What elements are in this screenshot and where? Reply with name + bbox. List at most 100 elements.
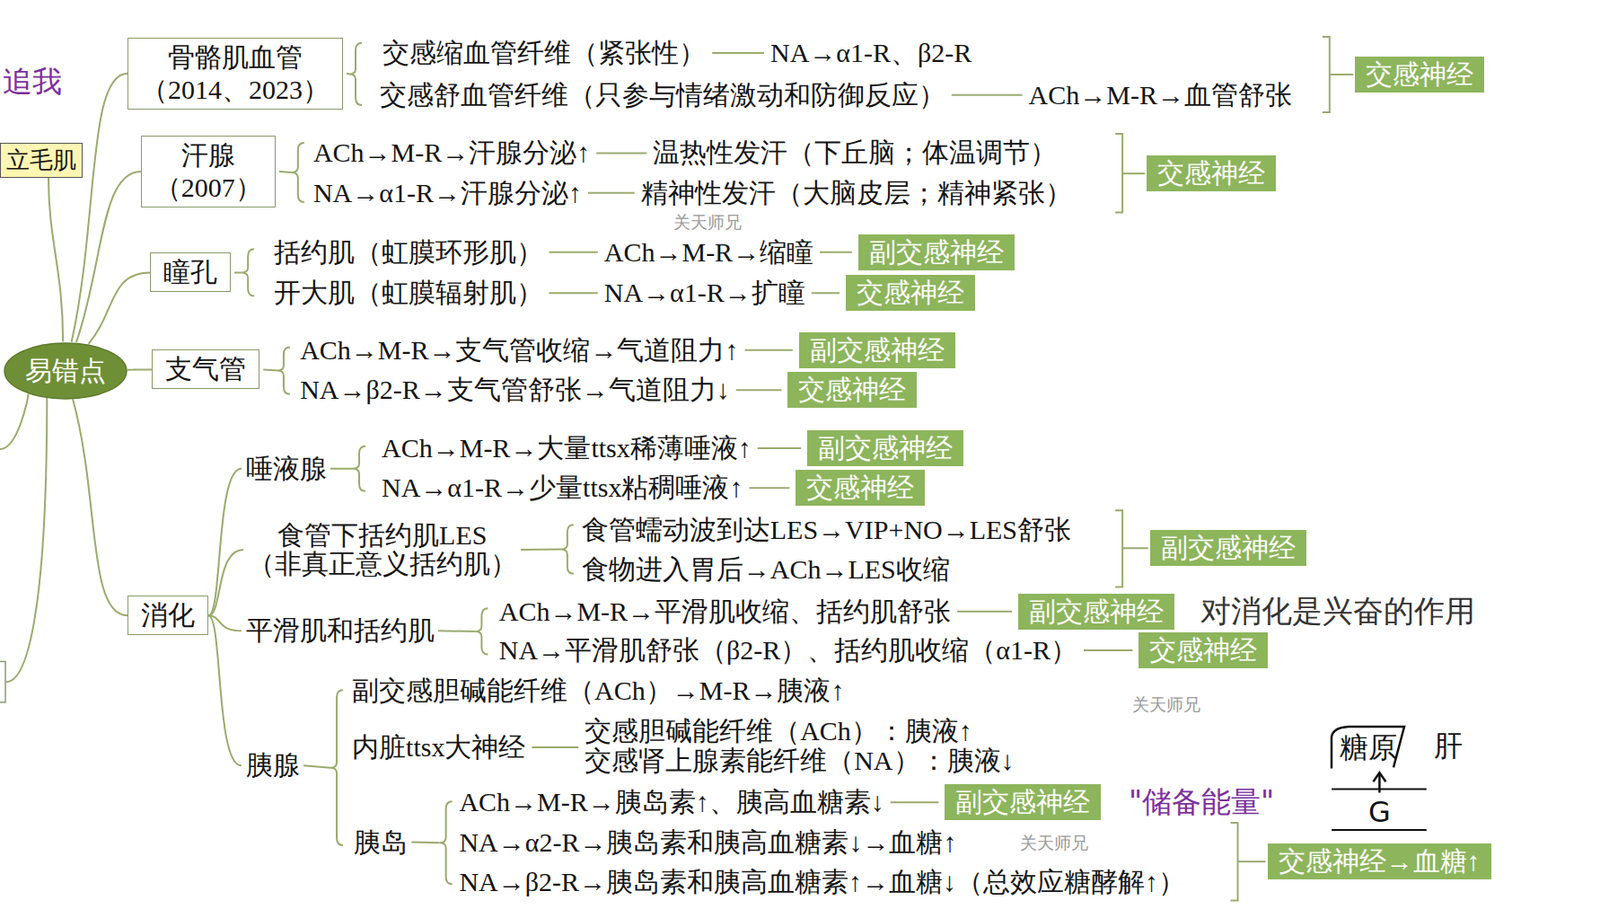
nerve-tag: 交感神经 <box>1146 155 1276 192</box>
sub-topic-text: 平滑肌和括约肌 <box>246 614 435 647</box>
node-text: 骨骼肌血管 <box>140 41 330 74</box>
node-text: 副交感神经 <box>869 236 1004 269</box>
watermark: 关天师兄 <box>1132 694 1201 715</box>
watermark: 关天师兄 <box>1019 832 1089 853</box>
sketch-stroke <box>1331 726 1405 768</box>
handwritten-note: 肝 <box>1433 728 1463 763</box>
brace-link <box>279 171 292 173</box>
branch-text: 括约肌（虹膜环形肌） <box>273 236 544 269</box>
sketch-arrow <box>1378 773 1381 792</box>
branch-text: NA→α1-R→少量ttsx粘稠唾液↑ <box>381 471 743 504</box>
bracket-link <box>1329 73 1354 76</box>
node-text: 交感神经 <box>1157 157 1266 190</box>
nerve-tag: 副交感神经 <box>799 332 956 369</box>
brace-link <box>330 467 353 470</box>
brace-link <box>438 629 476 633</box>
dash-line <box>744 349 792 352</box>
node-text: 交感神经 <box>1149 633 1258 667</box>
handwritten-note: "储备能量" <box>1128 783 1275 820</box>
branch-text: 交感舒血管纤维（只参与情绪激动和防御反应） <box>379 79 946 112</box>
brace-link <box>263 369 278 370</box>
branch-text: 内脏ttsx大神经 <box>351 730 526 764</box>
branch-text: ACh→M-R→大量ttsx稀薄唾液↑ <box>381 431 752 465</box>
sub-topic-text: 唾液腺 <box>246 452 327 485</box>
nerve-tag: 交感神经 <box>1138 632 1268 669</box>
left-brace <box>474 607 488 654</box>
category-box: 骨骼肌血管（2014、2023） <box>127 37 343 110</box>
node-text: 交感神经 <box>856 276 965 309</box>
sketch-line <box>1331 828 1427 831</box>
dash-line <box>1083 649 1133 651</box>
branch-text: NA→α2-R→胰岛素和胰高血糖素↓→血糖↑ <box>458 826 957 859</box>
offscreen-box <box>0 660 6 702</box>
node-text: 交感神经 <box>806 471 915 504</box>
branch-connector <box>48 177 63 342</box>
node-text: 副交感神经 <box>817 431 953 465</box>
sub-topic-text: 食管下括约肌LES <box>277 518 487 552</box>
node-text: 副交感神经 <box>1160 531 1296 564</box>
nerve-tag: 交感神经 <box>1354 56 1485 93</box>
node-text: 汗腺 <box>154 139 263 172</box>
handwritten-note: 追我 <box>2 63 62 100</box>
branch-connector <box>127 368 152 370</box>
sub-branch-line <box>208 468 242 616</box>
branch-text: 食管蠕动波到达LES→VIP+NO→LES舒张 <box>581 513 1072 546</box>
node-text: 交感神经→血糖↑ <box>1278 844 1481 878</box>
branch-text: ACh→M-R→血管舒张 <box>1028 79 1293 112</box>
dash-line <box>549 251 598 254</box>
left-brace <box>561 524 574 574</box>
brace-link <box>234 271 242 273</box>
branch-connector <box>72 398 128 616</box>
dash-line <box>588 192 635 194</box>
right-bracket <box>1322 36 1330 113</box>
branch-text: NA→β2-R→支气管舒张→气道阻力↓ <box>299 373 730 406</box>
sub-branch-line <box>208 549 244 616</box>
category-box: 消化 <box>127 595 209 635</box>
dash-line <box>890 800 940 803</box>
left-brace <box>439 800 453 884</box>
dash-line <box>596 151 647 154</box>
center-ellipse: 易错点 <box>3 342 128 400</box>
nerve-tag: 交感神经→血糖↑ <box>1267 843 1492 880</box>
offscreen-branch <box>0 393 29 449</box>
sub-topic-text: 胰岛 <box>353 826 408 859</box>
node-text: 糖原 <box>1339 729 1398 765</box>
node-text: （2014、2023） <box>140 73 330 106</box>
nerve-tag: 副交感神经 <box>1018 593 1175 630</box>
node-text: 副交感神经 <box>955 785 1091 818</box>
nerve-tag: 副交感神经 <box>807 430 964 466</box>
branch-text: ACh→M-R→汗腺分泌↑ <box>313 136 590 169</box>
nerve-tag: 交感神经 <box>845 274 976 311</box>
offscreen-branch <box>6 397 47 682</box>
category-box: 瞳孔 <box>149 252 231 292</box>
branch-text: 食物进入胃后→ACh→LES收缩 <box>581 553 950 586</box>
branch-text: NA→α1-R→扩瞳 <box>604 276 806 309</box>
dash-line <box>951 94 1023 97</box>
branch-text: 交感肾上腺素能纤维（NA）：胰液↓ <box>584 744 1014 777</box>
right-bracket <box>1115 133 1123 213</box>
branch-connector <box>88 272 150 343</box>
left-brace <box>330 689 343 845</box>
brace-link <box>520 547 562 551</box>
brace-link <box>303 764 331 767</box>
nerve-tag: 交感神经 <box>795 469 925 506</box>
branch-text: 精神性发汗（大脑皮层；精神紧张） <box>641 176 1073 210</box>
sub-topic-text: （非真正意义括约肌） <box>247 547 518 581</box>
branch-text: NA→α1-R→汗腺分泌↑ <box>313 176 582 210</box>
left-brace <box>291 142 305 203</box>
left-brace <box>277 346 291 394</box>
node-text: 瞳孔 <box>163 255 218 289</box>
bracket-link <box>1122 172 1145 175</box>
branch-text: 交感胆碱能纤维（ACh）：胰液↑ <box>584 714 973 748</box>
brace-link <box>411 841 440 844</box>
handwritten-note: 对消化是兴奋的作用 <box>1200 592 1476 630</box>
branch-connector <box>76 171 141 343</box>
branch-text: ACh→M-R→缩瞳 <box>604 236 814 269</box>
bracket-link <box>1238 860 1266 862</box>
branch-text: 副交感胆碱能纤维（ACh）→M-R→胰液↑ <box>351 674 844 707</box>
bracket-link <box>1122 546 1149 549</box>
ellipse-shape <box>4 342 127 399</box>
dash-line <box>819 251 853 254</box>
sub-topic-text: 胰腺 <box>246 748 300 782</box>
dash-line <box>736 388 783 391</box>
